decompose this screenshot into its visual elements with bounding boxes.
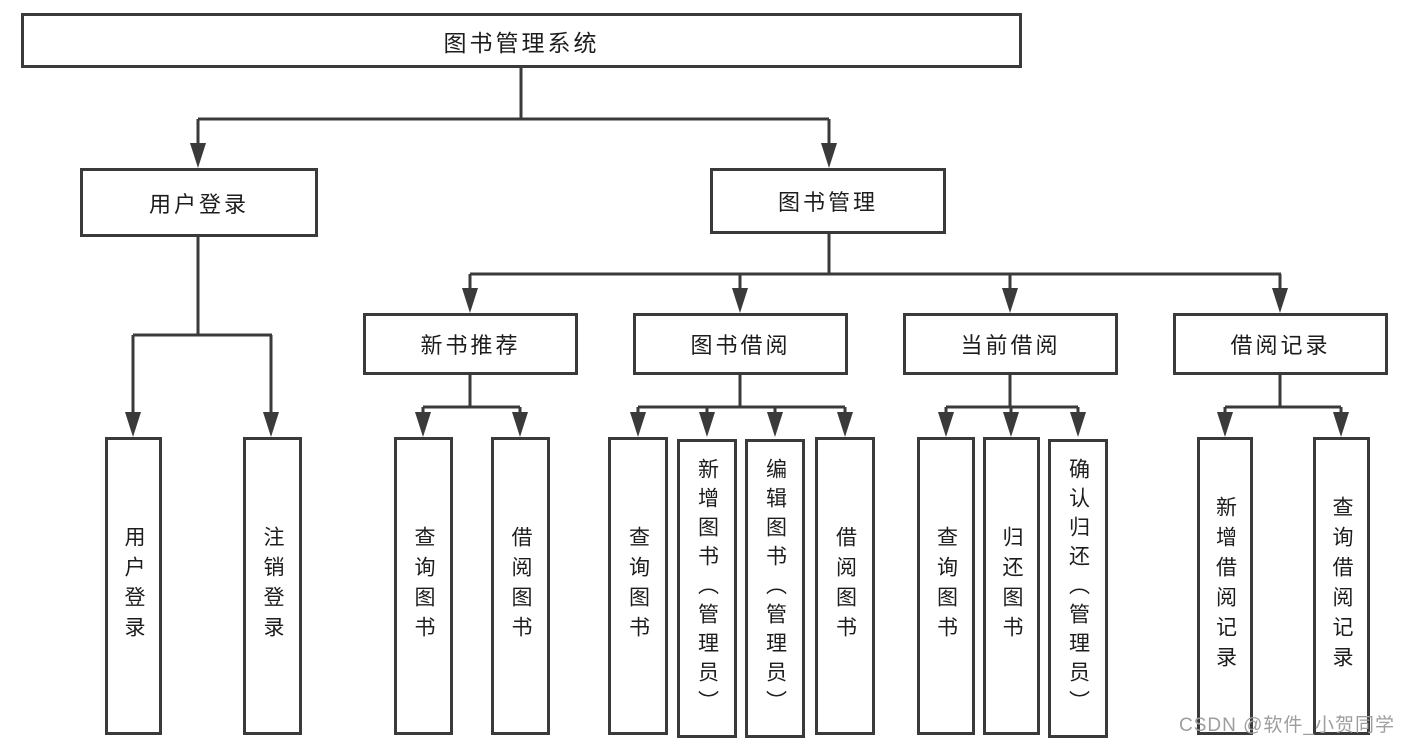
arrow-down-icon bbox=[699, 412, 715, 437]
leaf-logout: 注销登录 bbox=[243, 437, 302, 735]
arrow-down-icon bbox=[837, 412, 853, 437]
arrow-down-icon bbox=[462, 288, 478, 313]
arrow-down-icon bbox=[1333, 412, 1349, 437]
leaf-query-borrow-record: 查询借阅记录 bbox=[1313, 437, 1370, 735]
arrow-down-icon bbox=[1002, 288, 1018, 313]
arrow-down-icon bbox=[732, 288, 748, 313]
leaf-confirm-return-admin: 确认归还（管理员） bbox=[1048, 439, 1108, 738]
node-current-borrow: 当前借阅 bbox=[903, 313, 1118, 375]
node-new-book-recommend: 新书推荐 bbox=[363, 313, 578, 375]
leaf-current-query-books: 查询图书 bbox=[917, 437, 975, 735]
arrow-down-icon bbox=[415, 412, 431, 437]
node-book-borrow: 图书借阅 bbox=[633, 313, 848, 375]
leaf-borrow-books: 借阅图书 bbox=[815, 437, 875, 735]
leaf-recommend-query-books: 查询图书 bbox=[394, 437, 453, 735]
leaf-borrow-query-books: 查询图书 bbox=[608, 437, 668, 735]
csdn-watermark: CSDN @软件_小贺同学 bbox=[1179, 715, 1395, 736]
arrow-down-icon bbox=[263, 412, 279, 437]
leaf-user-login: 用户登录 bbox=[105, 437, 162, 735]
arrow-down-icon bbox=[1003, 412, 1019, 437]
node-borrow-records: 借阅记录 bbox=[1173, 313, 1388, 375]
arrow-down-icon bbox=[630, 412, 646, 437]
arrow-down-icon bbox=[1217, 412, 1233, 437]
arrow-down-icon bbox=[1272, 288, 1288, 313]
arrow-down-icon bbox=[125, 412, 141, 437]
arrowheads bbox=[125, 143, 1349, 437]
node-book-management: 图书管理 bbox=[710, 168, 946, 234]
leaf-add-borrow-record: 新增借阅记录 bbox=[1197, 437, 1253, 735]
arrow-down-icon bbox=[1070, 412, 1086, 437]
arrow-down-icon bbox=[821, 143, 837, 168]
arrow-down-icon bbox=[190, 143, 206, 168]
leaf-return-books: 归还图书 bbox=[983, 437, 1040, 735]
arrow-down-icon bbox=[938, 412, 954, 437]
arrow-down-icon bbox=[512, 412, 528, 437]
leaf-recommend-borrow-books: 借阅图书 bbox=[491, 437, 550, 735]
leaf-edit-books-admin: 编辑图书（管理员） bbox=[745, 439, 805, 738]
node-library-management-system: 图书管理系统 bbox=[21, 13, 1022, 68]
leaf-add-books-admin: 新增图书（管理员） bbox=[677, 439, 737, 738]
node-user-login: 用户登录 bbox=[80, 168, 318, 237]
arrow-down-icon bbox=[767, 412, 783, 437]
